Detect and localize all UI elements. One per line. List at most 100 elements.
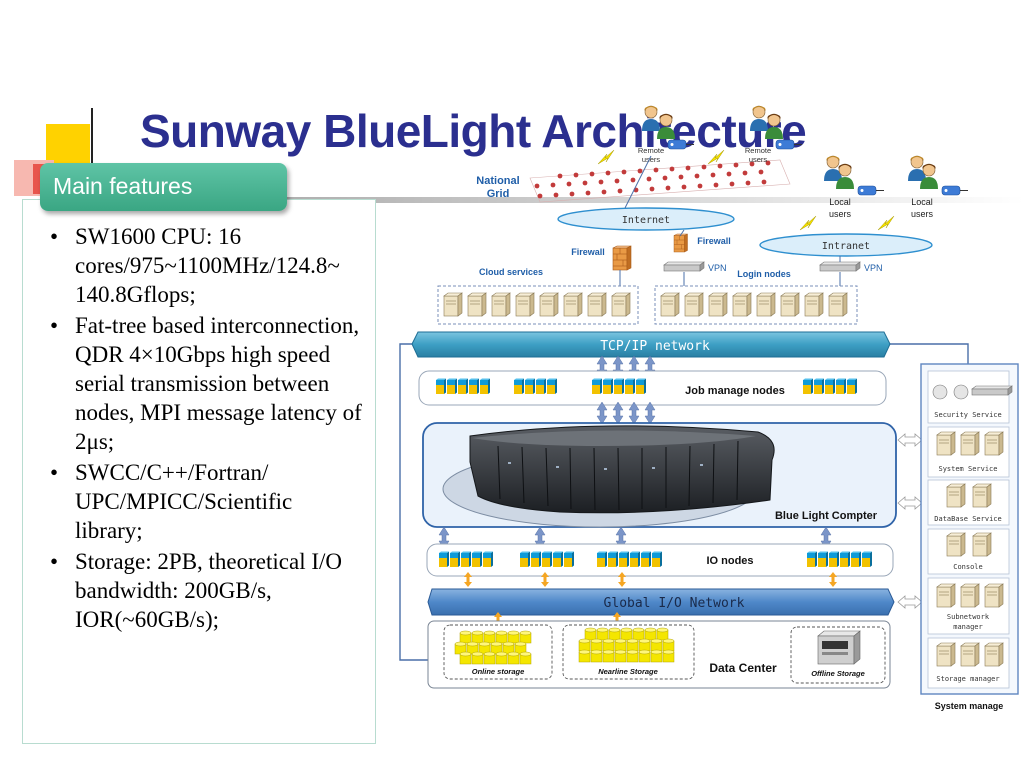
server-icon: [828, 292, 848, 317]
cloud-services-label: Cloud services: [479, 267, 543, 277]
firewall-label: Firewall: [571, 247, 605, 257]
local-users-label: Local users: [829, 197, 852, 219]
system-manage-label: System manage: [935, 701, 1004, 711]
lightning-icon: [707, 149, 725, 165]
server-icon: [539, 292, 559, 317]
security-icon: [932, 384, 948, 400]
server-icon: [972, 483, 992, 508]
remote-user-icon: [656, 113, 676, 140]
switch-icon: [971, 385, 1013, 396]
remote-users-label-line1: Remote: [638, 146, 664, 155]
feature-storage: Storage: 2PB, theoretical I/O bandwidth:…: [23, 547, 375, 634]
server-icon: [587, 292, 607, 317]
server-icon: [780, 292, 800, 317]
login-server-row: [660, 292, 848, 317]
server-icon: [756, 292, 776, 317]
remote-user-icon: [764, 113, 784, 140]
manage-link-arrow-icon: [897, 496, 923, 510]
feature-cpu: SW1600 CPU: 16 cores/975~1100MHz/124.8~ …: [23, 222, 375, 309]
job-manage-nodes-panel: [418, 370, 887, 406]
online-storage-label: Online storage: [472, 667, 525, 676]
local-users-word2: users: [829, 209, 852, 219]
login-nodes-label: Login nodes: [737, 269, 791, 279]
firewall-icon: [673, 233, 688, 253]
features-list: SW1600 CPU: 16 cores/975~1100MHz/124.8~ …: [23, 200, 375, 634]
manage-link-arrow-icon: [897, 433, 923, 447]
subnetwork-manager-line2: manager: [953, 623, 983, 631]
tcpip-network-bar: [411, 331, 891, 358]
national-grid-label-line1: National: [476, 175, 519, 187]
server-icon: [443, 292, 463, 317]
job-manage-nodes-label: Job manage nodes: [685, 385, 785, 397]
storage-manager-label: Storage manager: [936, 675, 999, 683]
security-service-label: Security Service: [934, 411, 1001, 419]
usb-key-icon: [667, 139, 695, 150]
system-service-label: System Service: [938, 465, 997, 473]
usb-key-icon: [775, 139, 803, 150]
vpn-label: VPN: [708, 263, 727, 273]
decor-vertical-rule: [91, 108, 93, 196]
offline-storage-label: Offline Storage: [811, 669, 865, 678]
server-icon: [960, 583, 980, 608]
server-icon: [972, 532, 992, 557]
server-icon: [960, 431, 980, 456]
server-icon: [732, 292, 752, 317]
remote-user-icon: [749, 105, 769, 132]
decor-horizontal-rule: [92, 197, 1024, 203]
local-users-word1: Local: [829, 197, 851, 207]
server-icon: [936, 431, 956, 456]
subnetwork-manager-label: Subnetwork manager: [947, 613, 990, 631]
lightning-icon: [799, 215, 817, 231]
internet-label: Internet: [622, 215, 670, 226]
offline-storage-group: [790, 626, 886, 684]
cloud-server-row: [443, 292, 631, 317]
local-users-word1: Local: [911, 197, 933, 207]
remote-users-label-line1: Remote: [745, 146, 771, 155]
connection-lines: [619, 155, 841, 286]
blue-light-computer-label: Blue Light Compter: [775, 510, 878, 522]
server-icon: [946, 532, 966, 557]
feature-interconnect: Fat-tree based interconnection, QDR 4×10…: [23, 311, 375, 456]
firewall-icon: [612, 245, 632, 271]
server-icon: [984, 642, 1004, 667]
server-icon: [936, 583, 956, 608]
intranet-cloud: [759, 233, 933, 257]
console-label: Console: [953, 563, 983, 571]
usb-key-icon: [857, 185, 885, 196]
local-users-word2: users: [911, 209, 934, 219]
server-icon: [804, 292, 824, 317]
server-icon: [684, 292, 704, 317]
server-icon: [563, 292, 583, 317]
subnetwork-manager-line1: Subnetwork: [947, 613, 990, 621]
nearline-storage-label: Nearline Storage: [598, 667, 658, 676]
login-nodes-group: [654, 285, 858, 325]
intranet-label: Intranet: [822, 241, 870, 252]
security-icon: [953, 384, 969, 400]
vpn-switch-icon: [663, 261, 705, 272]
cloud-services-group: [437, 285, 639, 325]
database-service-box: [927, 479, 1010, 526]
server-icon: [660, 292, 680, 317]
online-storage-group: [443, 624, 553, 680]
firewall-label: Firewall: [697, 236, 731, 246]
manage-link-arrow-icon: [897, 595, 923, 609]
server-icon: [984, 431, 1004, 456]
server-icon: [936, 642, 956, 667]
data-center-label: Data Center: [709, 661, 777, 675]
vpn-switch-icon: [819, 261, 861, 272]
server-icon: [960, 642, 980, 667]
lightning-icon: [597, 149, 615, 165]
global-io-network-label: Global I/O Network: [604, 596, 745, 611]
server-icon: [467, 292, 487, 317]
system-manage-bracket-line: [886, 343, 969, 364]
vpn-label: VPN: [864, 263, 883, 273]
io-nodes-label: IO nodes: [706, 555, 753, 567]
features-panel: SW1600 CPU: 16 cores/975~1100MHz/124.8~ …: [22, 199, 376, 744]
local-users-label: Local users: [911, 197, 934, 219]
lightning-icon: [877, 215, 895, 231]
national-grid-mesh: [529, 159, 791, 203]
feature-software: SWCC/C++/Fortran/ UPC/MPICC/Scientific l…: [23, 458, 375, 545]
